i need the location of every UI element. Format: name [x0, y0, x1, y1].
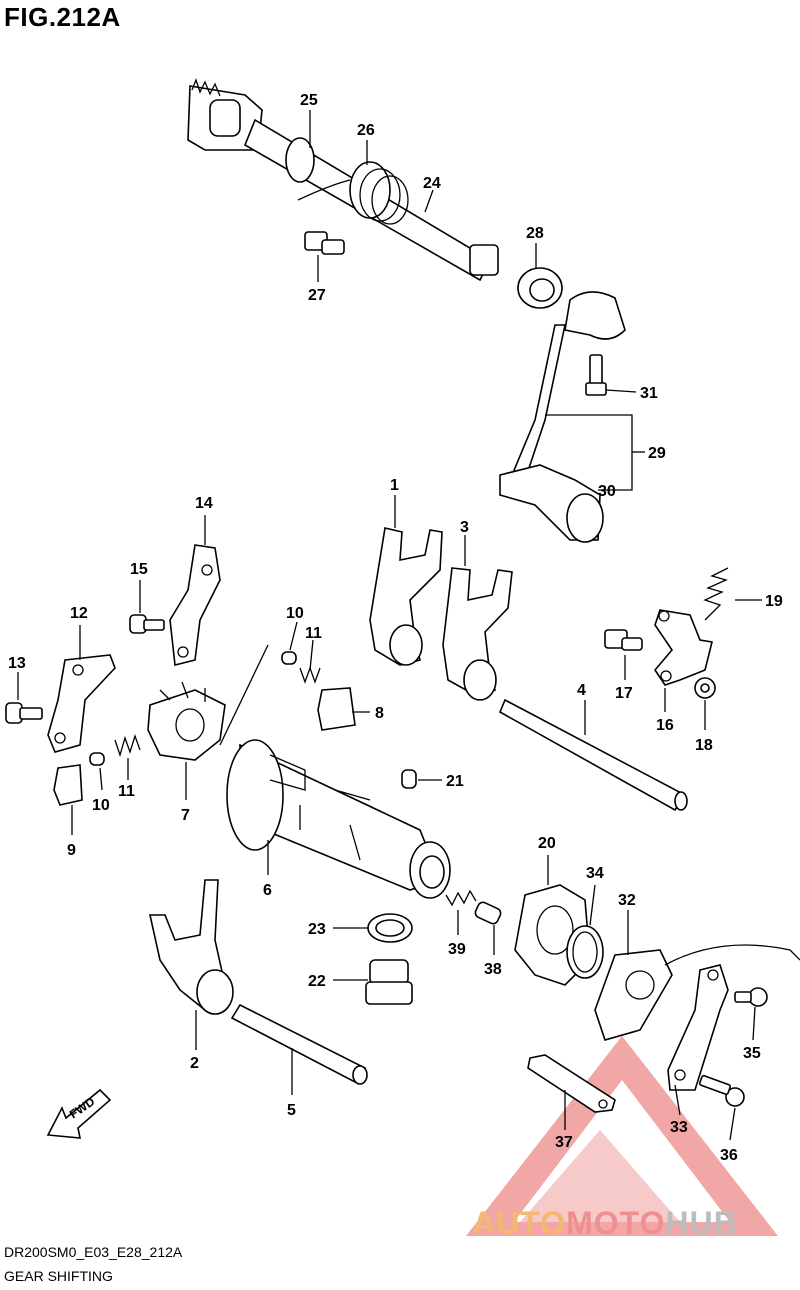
leader-lines: [17, 110, 762, 1141]
diagram-title: GEAR SHIFTING: [4, 1268, 113, 1284]
callout-12: 12: [70, 605, 88, 622]
callout-34: 34: [586, 865, 604, 882]
cover-32: [594, 944, 800, 1041]
callout-8: 8: [375, 705, 384, 722]
callout-24: 24: [423, 175, 441, 192]
screw-36: [698, 1074, 745, 1107]
fork-shaft-4: [498, 698, 688, 812]
callout-30: 30: [598, 483, 616, 500]
part-number-labels: 25 26 24 28 27 31 29 30 1 3 14 15 12 13 …: [8, 92, 783, 1164]
callout-9: 9: [67, 842, 76, 859]
callout-10-upper: 10: [286, 605, 304, 622]
screw-15: [129, 614, 165, 634]
callout-22: 22: [308, 973, 326, 990]
shift-shaft-assembly: [187, 78, 499, 282]
callout-6: 6: [263, 882, 272, 899]
callout-28: 28: [526, 225, 544, 242]
bearing-28: [517, 267, 563, 309]
callout-11-lower: 11: [118, 783, 135, 800]
bolt-17: [604, 629, 643, 651]
screw-13: [5, 702, 43, 724]
screw-35: [734, 987, 768, 1007]
callout-2: 2: [190, 1055, 199, 1072]
callout-4: 4: [577, 682, 586, 699]
callout-14: 14: [195, 495, 213, 512]
callout-10-lower: 10: [92, 797, 110, 814]
diagram-code: DR200SM0_E03_E28_212A: [4, 1244, 183, 1260]
shift-lever-29: [499, 291, 626, 543]
fork-shaft-5: [230, 1003, 368, 1085]
callout-31: 31: [640, 385, 658, 402]
figure-title: FIG.212A: [4, 2, 121, 32]
washer-23: [367, 913, 413, 943]
plug-22: [365, 959, 413, 1005]
watermark-text: AUTOMOTOHUB: [472, 1205, 738, 1242]
forward-arrow-icon: FWD: [46, 1088, 112, 1139]
pawl-9: [53, 764, 83, 806]
shift-fork-3: [442, 567, 513, 701]
callout-7: 7: [181, 807, 190, 824]
callout-38: 38: [484, 961, 502, 978]
bracket-16: [653, 609, 713, 686]
callout-36: 36: [720, 1147, 738, 1164]
bolt-27: [304, 231, 345, 255]
spring-39: [445, 889, 477, 907]
callout-3: 3: [460, 519, 469, 536]
shift-drum-6: [226, 739, 451, 899]
callout-33: 33: [670, 1119, 688, 1136]
callout-27: 27: [308, 287, 326, 304]
cam-7: [147, 681, 226, 761]
watermark-moto: MOTO: [566, 1205, 666, 1241]
callout-5: 5: [287, 1102, 296, 1119]
plate-12: [47, 654, 116, 753]
callout-20: 20: [538, 835, 556, 852]
callout-18: 18: [695, 737, 713, 754]
shift-fork-1: [369, 527, 443, 666]
spring-19: [703, 567, 729, 621]
callout-19: 19: [765, 593, 783, 610]
callout-1: 1: [390, 477, 399, 494]
callout-17: 17: [615, 685, 633, 702]
oring-34: [566, 925, 604, 979]
callout-29: 29: [648, 445, 666, 462]
washer-18: [694, 677, 716, 699]
callout-21: 21: [446, 773, 464, 790]
plate-14: [169, 544, 221, 666]
watermark-hub: HUB: [665, 1205, 738, 1241]
pin-21: [401, 769, 417, 789]
callout-32: 32: [618, 892, 636, 909]
callout-11-upper: 11: [305, 625, 322, 642]
callout-26: 26: [357, 122, 375, 139]
callout-15: 15: [130, 561, 148, 578]
pin-10: [89, 651, 297, 766]
guide-line-7: [219, 644, 269, 746]
callout-25: 25: [300, 92, 318, 109]
callout-13: 13: [8, 655, 26, 672]
callout-16: 16: [656, 717, 674, 734]
shift-fork-2: [149, 879, 234, 1015]
watermark-auto: AUTO: [472, 1205, 567, 1241]
contact-38: [474, 901, 502, 925]
callout-23: 23: [308, 921, 326, 938]
callout-37: 37: [555, 1134, 573, 1151]
clamp-37: [527, 1054, 616, 1113]
pawl-8: [317, 687, 356, 731]
watermark-logo: [466, 1036, 778, 1236]
callout-35: 35: [743, 1045, 761, 1062]
callout-39: 39: [448, 941, 466, 958]
plate-33: [667, 964, 729, 1091]
